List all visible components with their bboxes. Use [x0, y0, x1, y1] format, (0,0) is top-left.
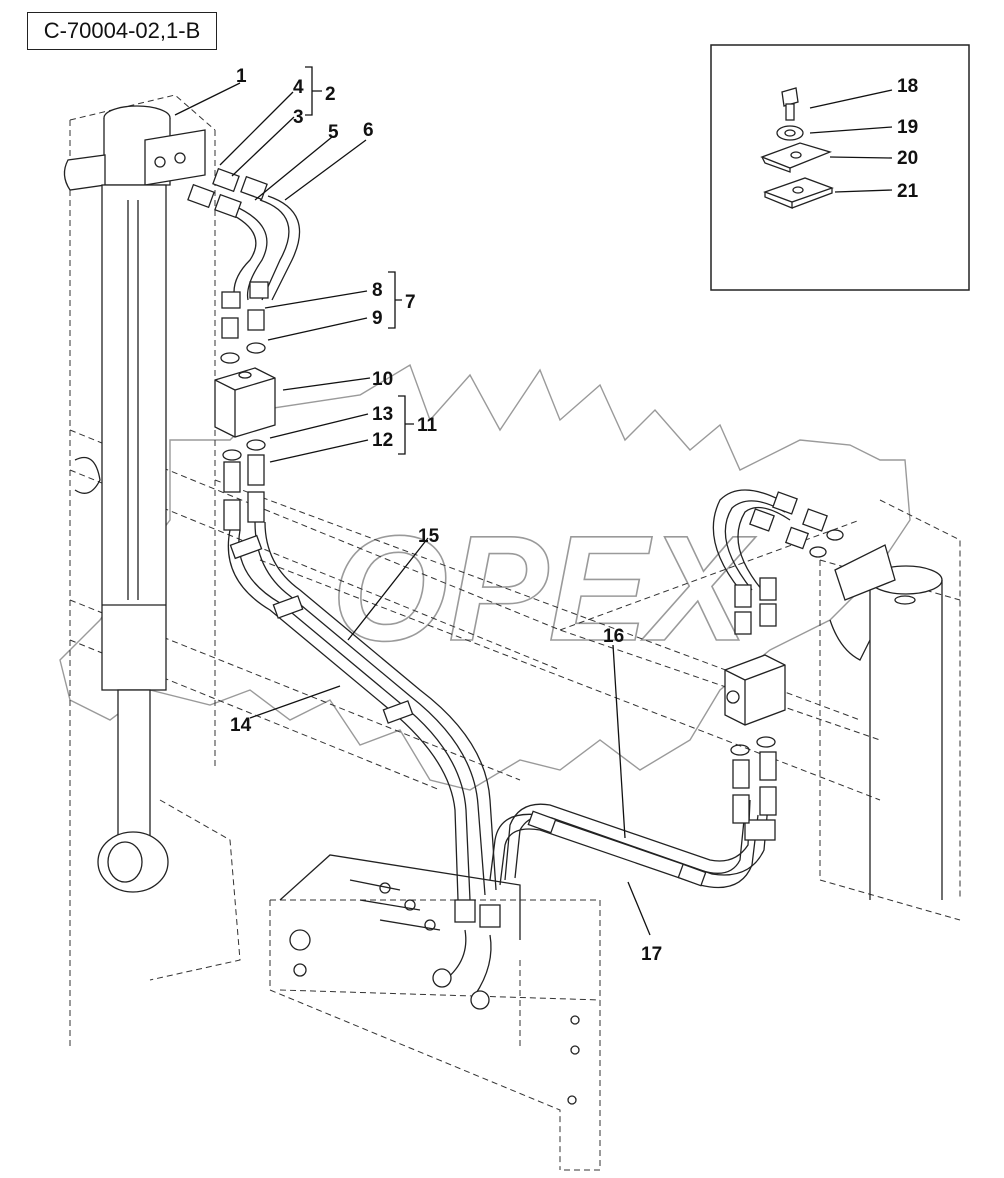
callouts: 1 2 3 4 5 6 7 8 9 10 11 12 13 14 15 16 1… — [230, 66, 919, 965]
leader-lines — [174, 66, 893, 936]
fittings-8-9 — [220, 281, 269, 364]
callout-4: 4 — [293, 77, 304, 98]
lift-cylinder-right — [829, 544, 943, 900]
fittings-upper-left — [187, 167, 268, 219]
callout-18: 18 — [897, 76, 918, 97]
callout-3: 3 — [293, 107, 304, 128]
callout-8: 8 — [372, 280, 383, 301]
callout-11: 11 — [417, 415, 438, 436]
hardware-inset — [710, 44, 970, 291]
callout-20: 20 — [897, 148, 918, 169]
opex-watermark: OPEX — [59, 363, 911, 791]
watermark-gear-outline — [59, 363, 911, 791]
callout-17: 17 — [641, 944, 662, 965]
lift-cylinder-left — [63, 105, 206, 893]
hoses-14-15 — [227, 521, 501, 1010]
callout-1: 1 — [236, 66, 247, 87]
reference-code-label: C-70004-02,1-B — [27, 12, 217, 50]
callout-15: 15 — [418, 526, 440, 547]
callout-6: 6 — [363, 120, 374, 141]
callout-16: 16 — [603, 626, 624, 647]
callout-9: 9 — [372, 308, 383, 329]
callout-19: 19 — [897, 117, 918, 138]
callout-10: 10 — [372, 369, 393, 390]
callout-21: 21 — [897, 181, 919, 202]
clamp-20 — [760, 142, 832, 173]
control-valve-body — [279, 854, 580, 1105]
plate-21 — [763, 177, 834, 209]
callout-12: 12 — [372, 430, 393, 451]
fittings-right — [712, 489, 844, 824]
washer-19 — [776, 125, 804, 141]
valve-block-left — [214, 367, 276, 438]
callout-7: 7 — [405, 292, 416, 313]
callout-2: 2 — [325, 84, 336, 105]
callout-13: 13 — [372, 404, 393, 425]
bolt-18 — [781, 87, 799, 121]
callout-14: 14 — [230, 715, 252, 736]
fittings-12-13 — [222, 439, 266, 531]
hoses-16-17 — [489, 799, 776, 889]
hoses-upper-left — [221, 195, 301, 301]
watermark-text: OPEX — [332, 504, 757, 672]
callout-5: 5 — [328, 122, 339, 143]
